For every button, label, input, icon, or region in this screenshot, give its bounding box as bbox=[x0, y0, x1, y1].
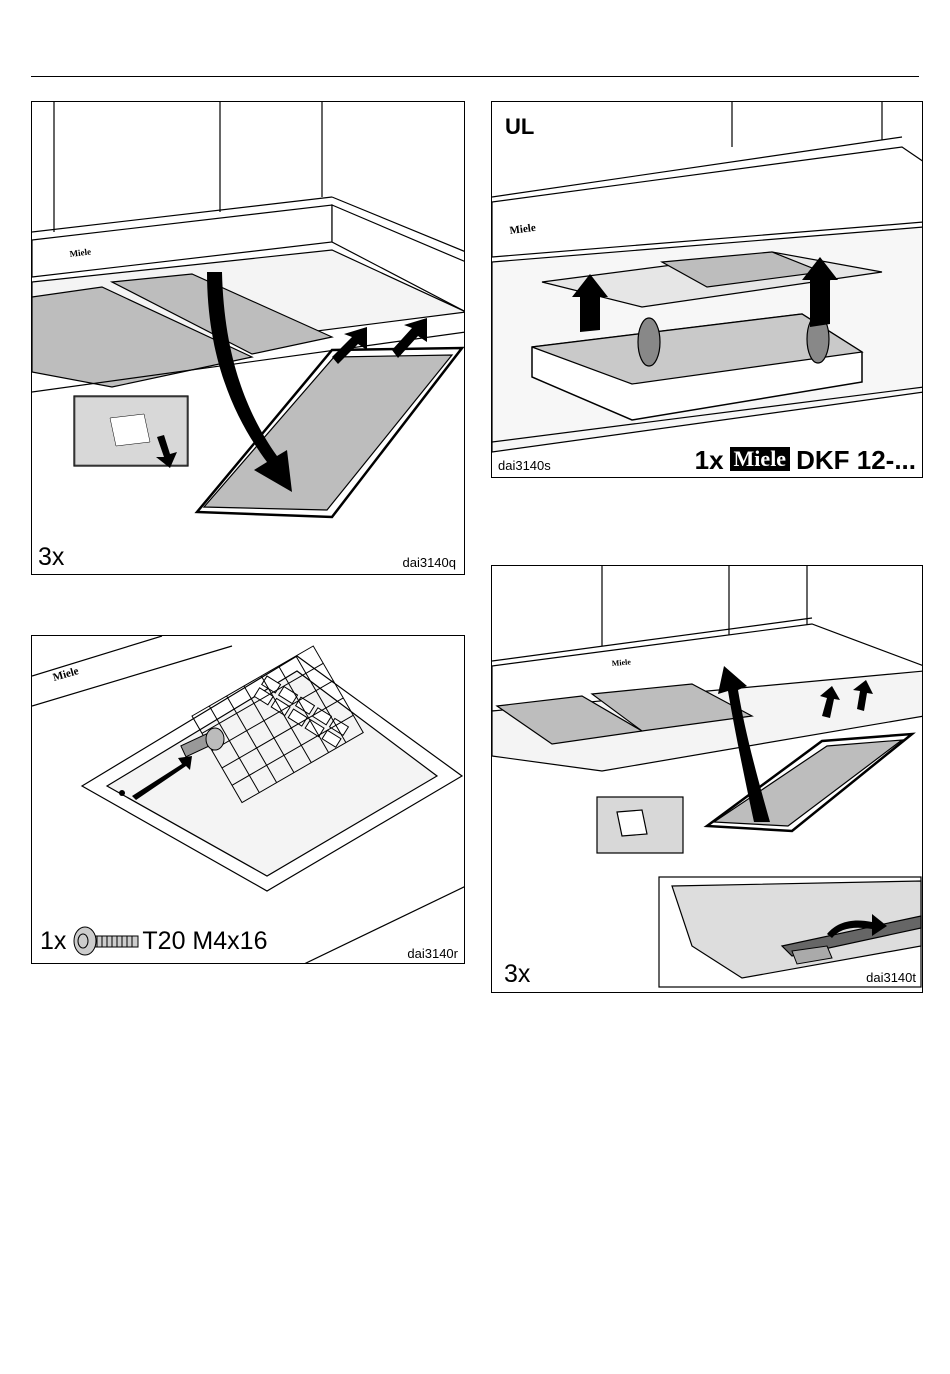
brand-logo: Miele bbox=[509, 222, 537, 237]
illustration-filter-screw: Miele bbox=[32, 636, 464, 963]
screw-icon bbox=[73, 926, 139, 956]
figure-refit-grease-filters: Miele 3x dai3140t bbox=[491, 565, 923, 993]
illustration-refit-grease-filter: Miele bbox=[492, 566, 922, 988]
quantity-label: 3x bbox=[504, 960, 531, 988]
illustration-odour-filter: Miele bbox=[492, 102, 922, 453]
figure-code: dai3140q bbox=[402, 555, 457, 570]
figure-remove-grease-filters: Miele 3x dai3140q bbox=[31, 101, 465, 575]
screw-spec: T20 M4x16 bbox=[142, 926, 268, 955]
figure-screw: Miele 1x T20 M4x16 dai3140r bbox=[31, 635, 465, 964]
quantity: 1x bbox=[40, 926, 67, 955]
quantity: 1x bbox=[694, 445, 724, 475]
header-rule bbox=[31, 76, 919, 77]
figure-code: dai3140s bbox=[498, 458, 551, 473]
screw-spec-label: 1x T20 M4x16 bbox=[40, 926, 267, 956]
brand-logo: Miele bbox=[729, 447, 791, 471]
model-number: DKF 12-... bbox=[796, 445, 916, 475]
figure-code: dai3140t bbox=[866, 970, 916, 985]
brand-logo: Miele bbox=[611, 657, 631, 668]
quantity-label: 3x bbox=[38, 543, 65, 571]
brand-logo: Miele bbox=[52, 665, 81, 684]
brand-logo: Miele bbox=[69, 246, 92, 259]
illustration-remove-grease-filter: Miele bbox=[32, 102, 464, 519]
figure-code: dai3140r bbox=[407, 946, 458, 961]
variant-label: UL bbox=[505, 114, 535, 139]
